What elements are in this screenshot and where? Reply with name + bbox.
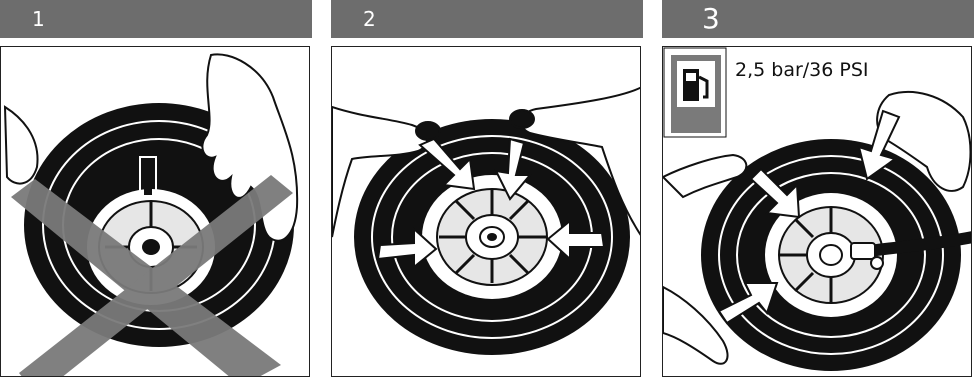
step-1-header: 1	[0, 0, 312, 38]
step-3-panel: 3	[662, 0, 974, 379]
step-1-illustration	[0, 46, 310, 377]
step-2-illustration	[331, 46, 641, 377]
step-1-number: 1	[32, 0, 45, 38]
step-3-illustration: 2,5 bar/36 PSI	[662, 46, 972, 377]
step-2-panel: 2	[331, 0, 643, 379]
step-3-header: 3	[662, 0, 974, 38]
pressure-label: 2,5 bar/36 PSI	[735, 59, 869, 81]
step-2-number: 2	[363, 0, 376, 38]
step-1-panel: 1	[0, 0, 312, 379]
step-3-number: 3	[702, 0, 720, 38]
step-2-header: 2	[331, 0, 643, 38]
gas-pump-icon	[664, 48, 726, 137]
